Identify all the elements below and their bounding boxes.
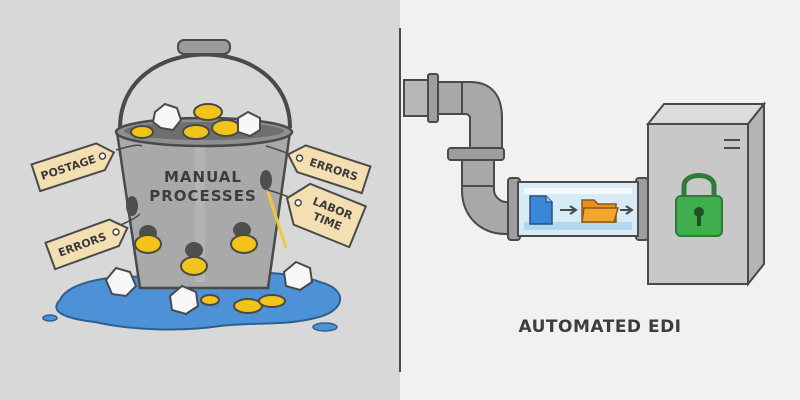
server-icon (645, 101, 767, 287)
price-tag-icon: ERRORS (44, 218, 129, 271)
bucket-label-line1: MANUAL (164, 168, 242, 186)
price-tag-icon: ERRORS (286, 144, 372, 195)
bucket-label-line2: PROCESSES (149, 187, 257, 205)
price-tag-icon: LABOR TIME (285, 182, 368, 249)
document-icon (529, 195, 553, 225)
crumpled-paper-icon (151, 102, 261, 138)
crumpled-paper-icon (104, 260, 314, 316)
arrow-right-icon (620, 205, 634, 215)
padlock-icon (675, 173, 723, 237)
automated-edi-caption: AUTOMATED EDI (518, 317, 681, 337)
arrow-right-icon (560, 205, 578, 215)
folder-icon (581, 199, 619, 223)
coin-icon (134, 234, 286, 314)
